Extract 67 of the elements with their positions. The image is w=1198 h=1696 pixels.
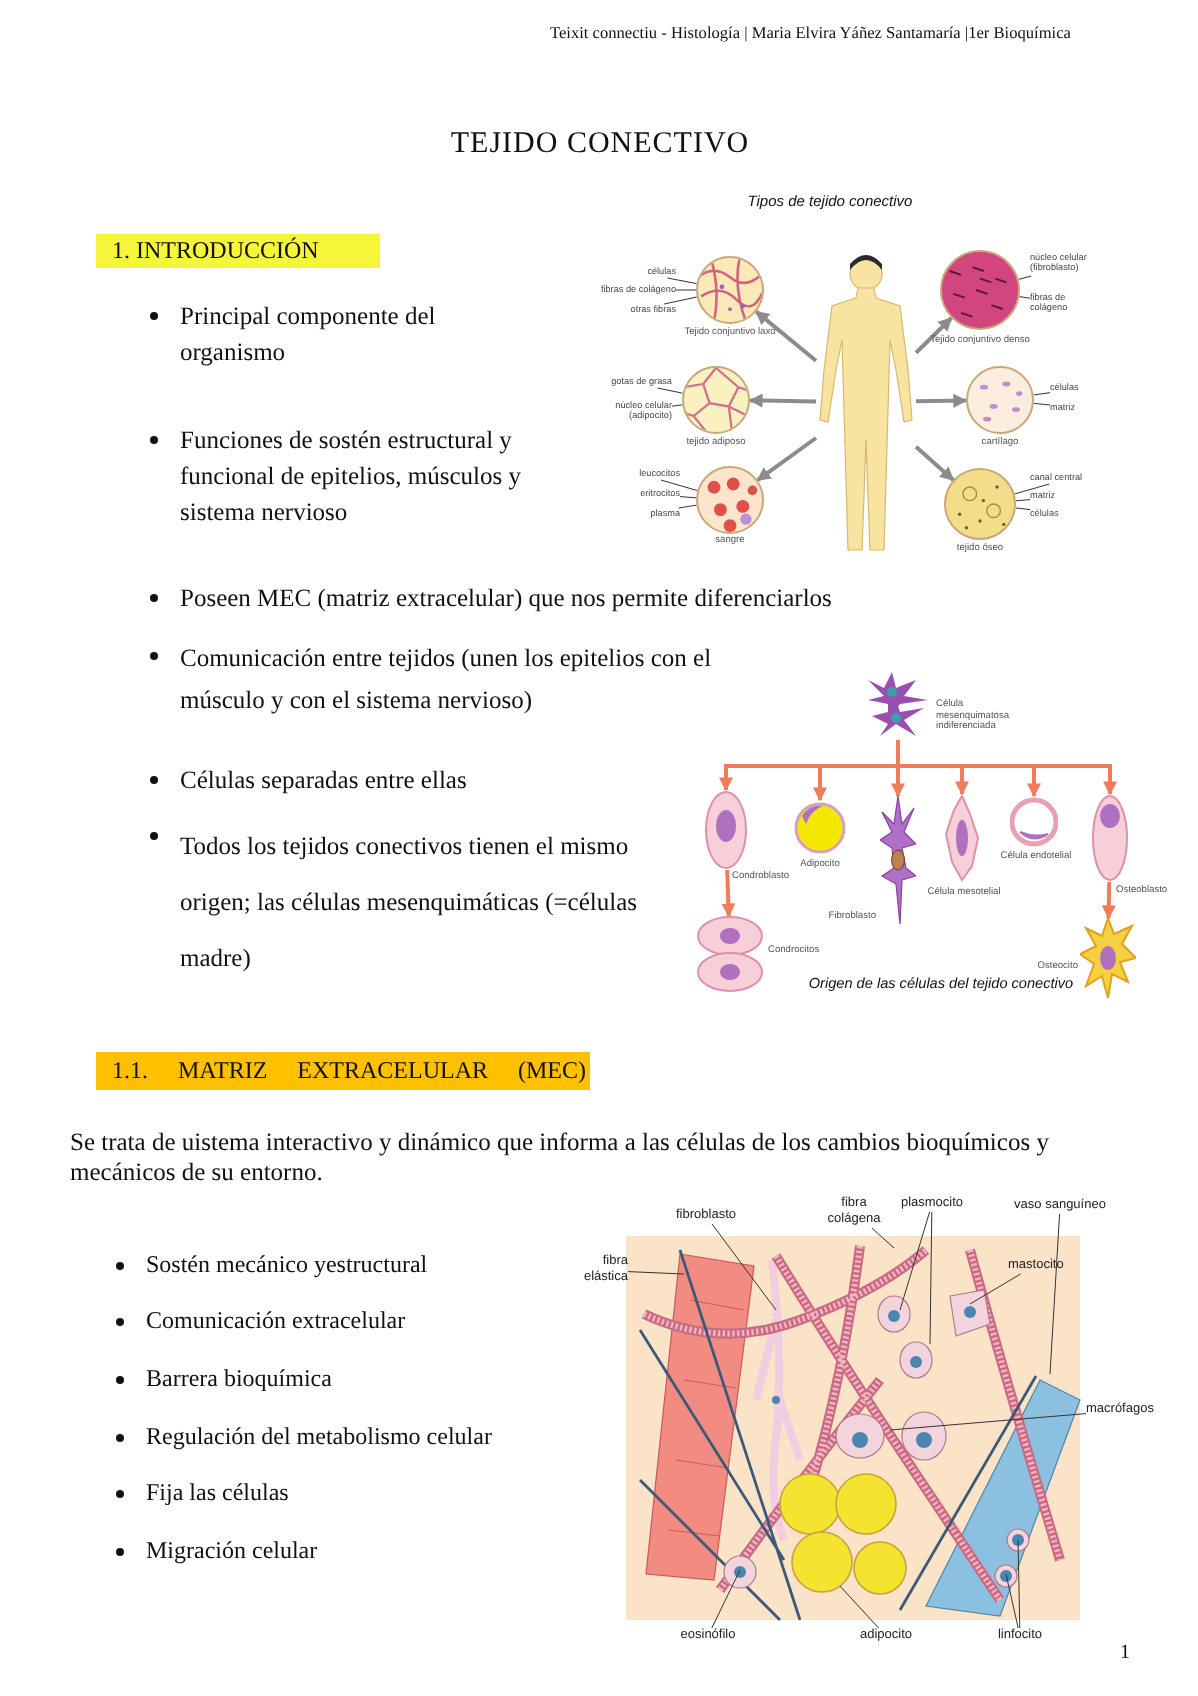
cell-drawing <box>1010 796 1058 848</box>
paragraph: Se trata de uistema interactivo y dinámico que informa a las células de los cambios bioquímicos y mecánicos de su entorno. <box>70 1128 1051 1188</box>
leader-line <box>1015 499 1031 502</box>
running-header: Teixit connectiu - Histología | Maria Elvira Yáñez Santamaría |1er Bioquímica <box>550 24 1073 42</box>
cell-drawing <box>944 794 980 882</box>
leader-line <box>839 1585 880 1629</box>
arrow <box>914 445 955 482</box>
section-heading: 1. INTRODUCCIÓN <box>96 234 380 268</box>
bullet-item: Migración celular <box>116 1534 556 1566</box>
leader-line <box>1005 1573 1019 1629</box>
leader-line <box>666 277 698 285</box>
leader-line <box>679 496 697 499</box>
bullet-item: Comunicación entre tejidos (unen los epitelios con el músculo y con el sistema nervioso) <box>150 638 750 722</box>
leader-line <box>663 296 698 305</box>
leader-line <box>671 404 683 407</box>
leader-line <box>1017 1539 1021 1629</box>
leader-line <box>660 479 698 492</box>
leader-line <box>1018 275 1032 280</box>
leader-line <box>1015 507 1031 511</box>
arrow <box>721 869 736 918</box>
cell-drawing <box>1080 918 1136 998</box>
bullet-item: Comunicación extracelular <box>116 1304 556 1336</box>
arrow <box>1101 881 1116 920</box>
cell-drawing <box>704 790 748 870</box>
leader-line <box>1033 402 1051 406</box>
bullet-item: Poseen MEC (matriz extracelular) que nos permite diferenciarlos <box>150 580 950 616</box>
leader-line <box>711 1223 777 1311</box>
cell-drawing <box>880 796 916 924</box>
leader-line <box>889 1413 1087 1431</box>
leader-line <box>678 504 697 509</box>
tissue-circle <box>696 256 764 324</box>
section-heading: 1.1. MATRIZ EXTRACELULAR (MEC) <box>96 1052 590 1090</box>
leader-line <box>675 289 697 291</box>
tissue-circle <box>944 468 1016 540</box>
tissue-circle <box>682 366 750 434</box>
arrow <box>915 393 968 408</box>
bullet-item: Regulación del metabolismo celular <box>116 1420 556 1452</box>
human-figure-drawing <box>816 250 916 554</box>
bullet-item: Sostén mecánico yestructural <box>116 1248 556 1280</box>
bullet-item: Barrera bioquímica <box>116 1362 556 1394</box>
bullet-item: Funciones de sostén estructural y funcional de epitelios, músculos y sistema nervioso <box>150 422 550 530</box>
bullet-item: Principal componente del organismo <box>150 298 470 370</box>
bullet-item: Células separadas entre ellas <box>150 762 650 798</box>
leader-line <box>1014 483 1050 495</box>
leader-line <box>899 1211 931 1311</box>
arrow <box>754 310 818 363</box>
leader-line <box>969 1273 1022 1305</box>
tissue-circle <box>966 366 1034 434</box>
bullet-item: Todos los tejidos conectivos tienen el mismo origen; las células mesenquimáticas (=células madre) <box>150 818 680 986</box>
arrow <box>748 393 817 408</box>
leader-line <box>656 387 684 394</box>
page-title: TEJIDO CONECTIVO <box>448 128 752 162</box>
leader-line <box>711 1569 741 1629</box>
cell-drawing <box>696 916 764 992</box>
arrow <box>914 316 953 355</box>
leader-line <box>1018 296 1031 299</box>
tissue-circle <box>696 466 764 534</box>
leader-line <box>871 1227 895 1249</box>
cell-drawing <box>794 800 846 856</box>
leader-line <box>929 1211 933 1345</box>
leader-line <box>627 1271 685 1275</box>
page-number: 1 <box>1118 1642 1130 1664</box>
bullet-item: Fija las células <box>116 1476 556 1508</box>
cell-drawing <box>1092 794 1128 882</box>
leader-line <box>1033 392 1051 396</box>
tissue-circle <box>940 250 1020 330</box>
arrow <box>756 436 818 482</box>
